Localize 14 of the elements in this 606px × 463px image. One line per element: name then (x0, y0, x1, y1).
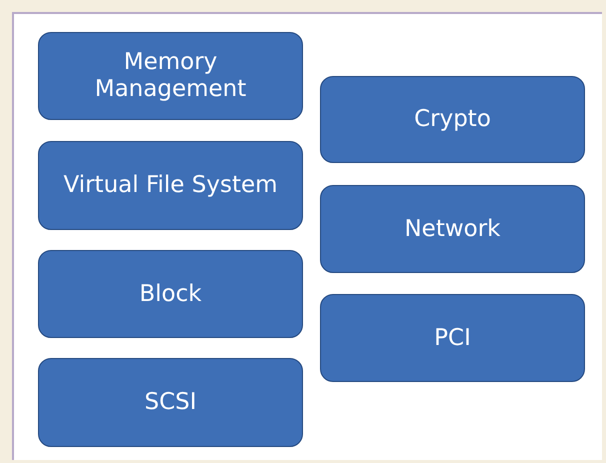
module-box (38, 358, 303, 447)
module-box (320, 76, 585, 163)
module-name: Virtual File System (63, 172, 278, 199)
module-box (320, 294, 585, 382)
module-name: Block (139, 280, 202, 308)
module-name: Network (404, 216, 501, 242)
module-box (38, 250, 303, 338)
module-name: PCI (434, 324, 471, 352)
module-name: SCSI (144, 389, 197, 416)
module-box (38, 141, 303, 230)
module-name: Memory Management (94, 49, 248, 103)
module-name: Crypto (414, 106, 491, 133)
module-box (38, 32, 303, 120)
module-box (320, 185, 585, 273)
